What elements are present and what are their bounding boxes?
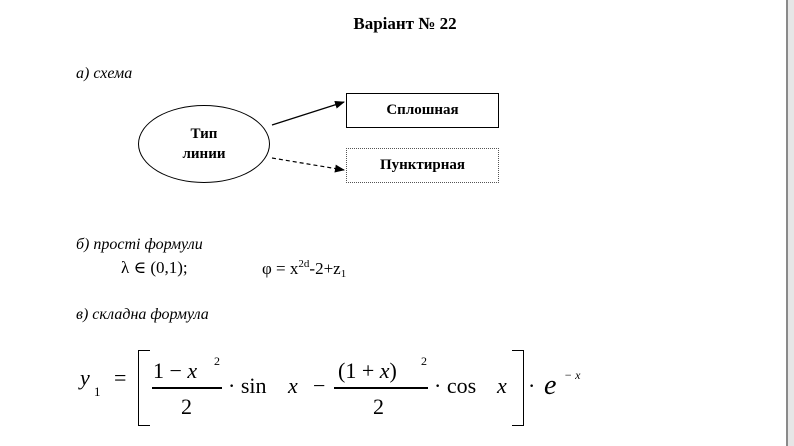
section-label-simple-formulas: б) прості формули	[76, 236, 203, 253]
formula-phi: φ = x2d-2+z1	[262, 258, 347, 280]
formula-equals: =	[114, 365, 127, 390]
cos-term: · cos	[434, 373, 477, 398]
sin-term: · sin	[228, 373, 267, 398]
multiply-dot: ·	[528, 373, 536, 398]
solid-line-box: Сплошная	[346, 93, 499, 128]
line-type-ellipse: Тип линии	[138, 105, 270, 183]
formula-y-subscript: 1	[94, 384, 101, 399]
frac2-denominator: 2	[373, 394, 384, 419]
frac2-line	[334, 387, 428, 389]
cos-argument: x	[497, 373, 507, 398]
section-label-complex-formula: в) складна формула	[76, 306, 209, 323]
page-shadow	[788, 0, 794, 446]
ellipse-text-line2: линии	[182, 146, 226, 162]
ellipse-text-line1: Тип	[190, 126, 218, 142]
page-title: Варіант № 22	[353, 14, 457, 33]
dashed-arrow	[271, 157, 345, 173]
minus-sign: −	[313, 373, 326, 398]
frac1-denominator: 2	[181, 394, 192, 419]
frac2-exponent: 2	[421, 354, 427, 368]
solid-arrow	[271, 100, 345, 126]
sin-argument: x	[288, 373, 298, 398]
formula-y: y	[80, 365, 90, 390]
right-bracket	[512, 350, 524, 426]
exponential-e: e	[544, 370, 557, 401]
left-bracket	[138, 350, 150, 426]
frac1-exponent: 2	[214, 354, 220, 368]
exponential-power: − x	[564, 368, 581, 382]
page-edge	[786, 0, 788, 446]
dotted-line-box: Пунктирная	[346, 148, 499, 183]
frac1-line	[152, 387, 222, 389]
frac1-numerator: 1 − x	[153, 358, 198, 383]
formula-lambda: λ ∈ (0,1);	[121, 258, 188, 277]
frac2-numerator: (1 + x)	[338, 358, 397, 383]
section-label-scheme: а) схема	[76, 65, 133, 82]
